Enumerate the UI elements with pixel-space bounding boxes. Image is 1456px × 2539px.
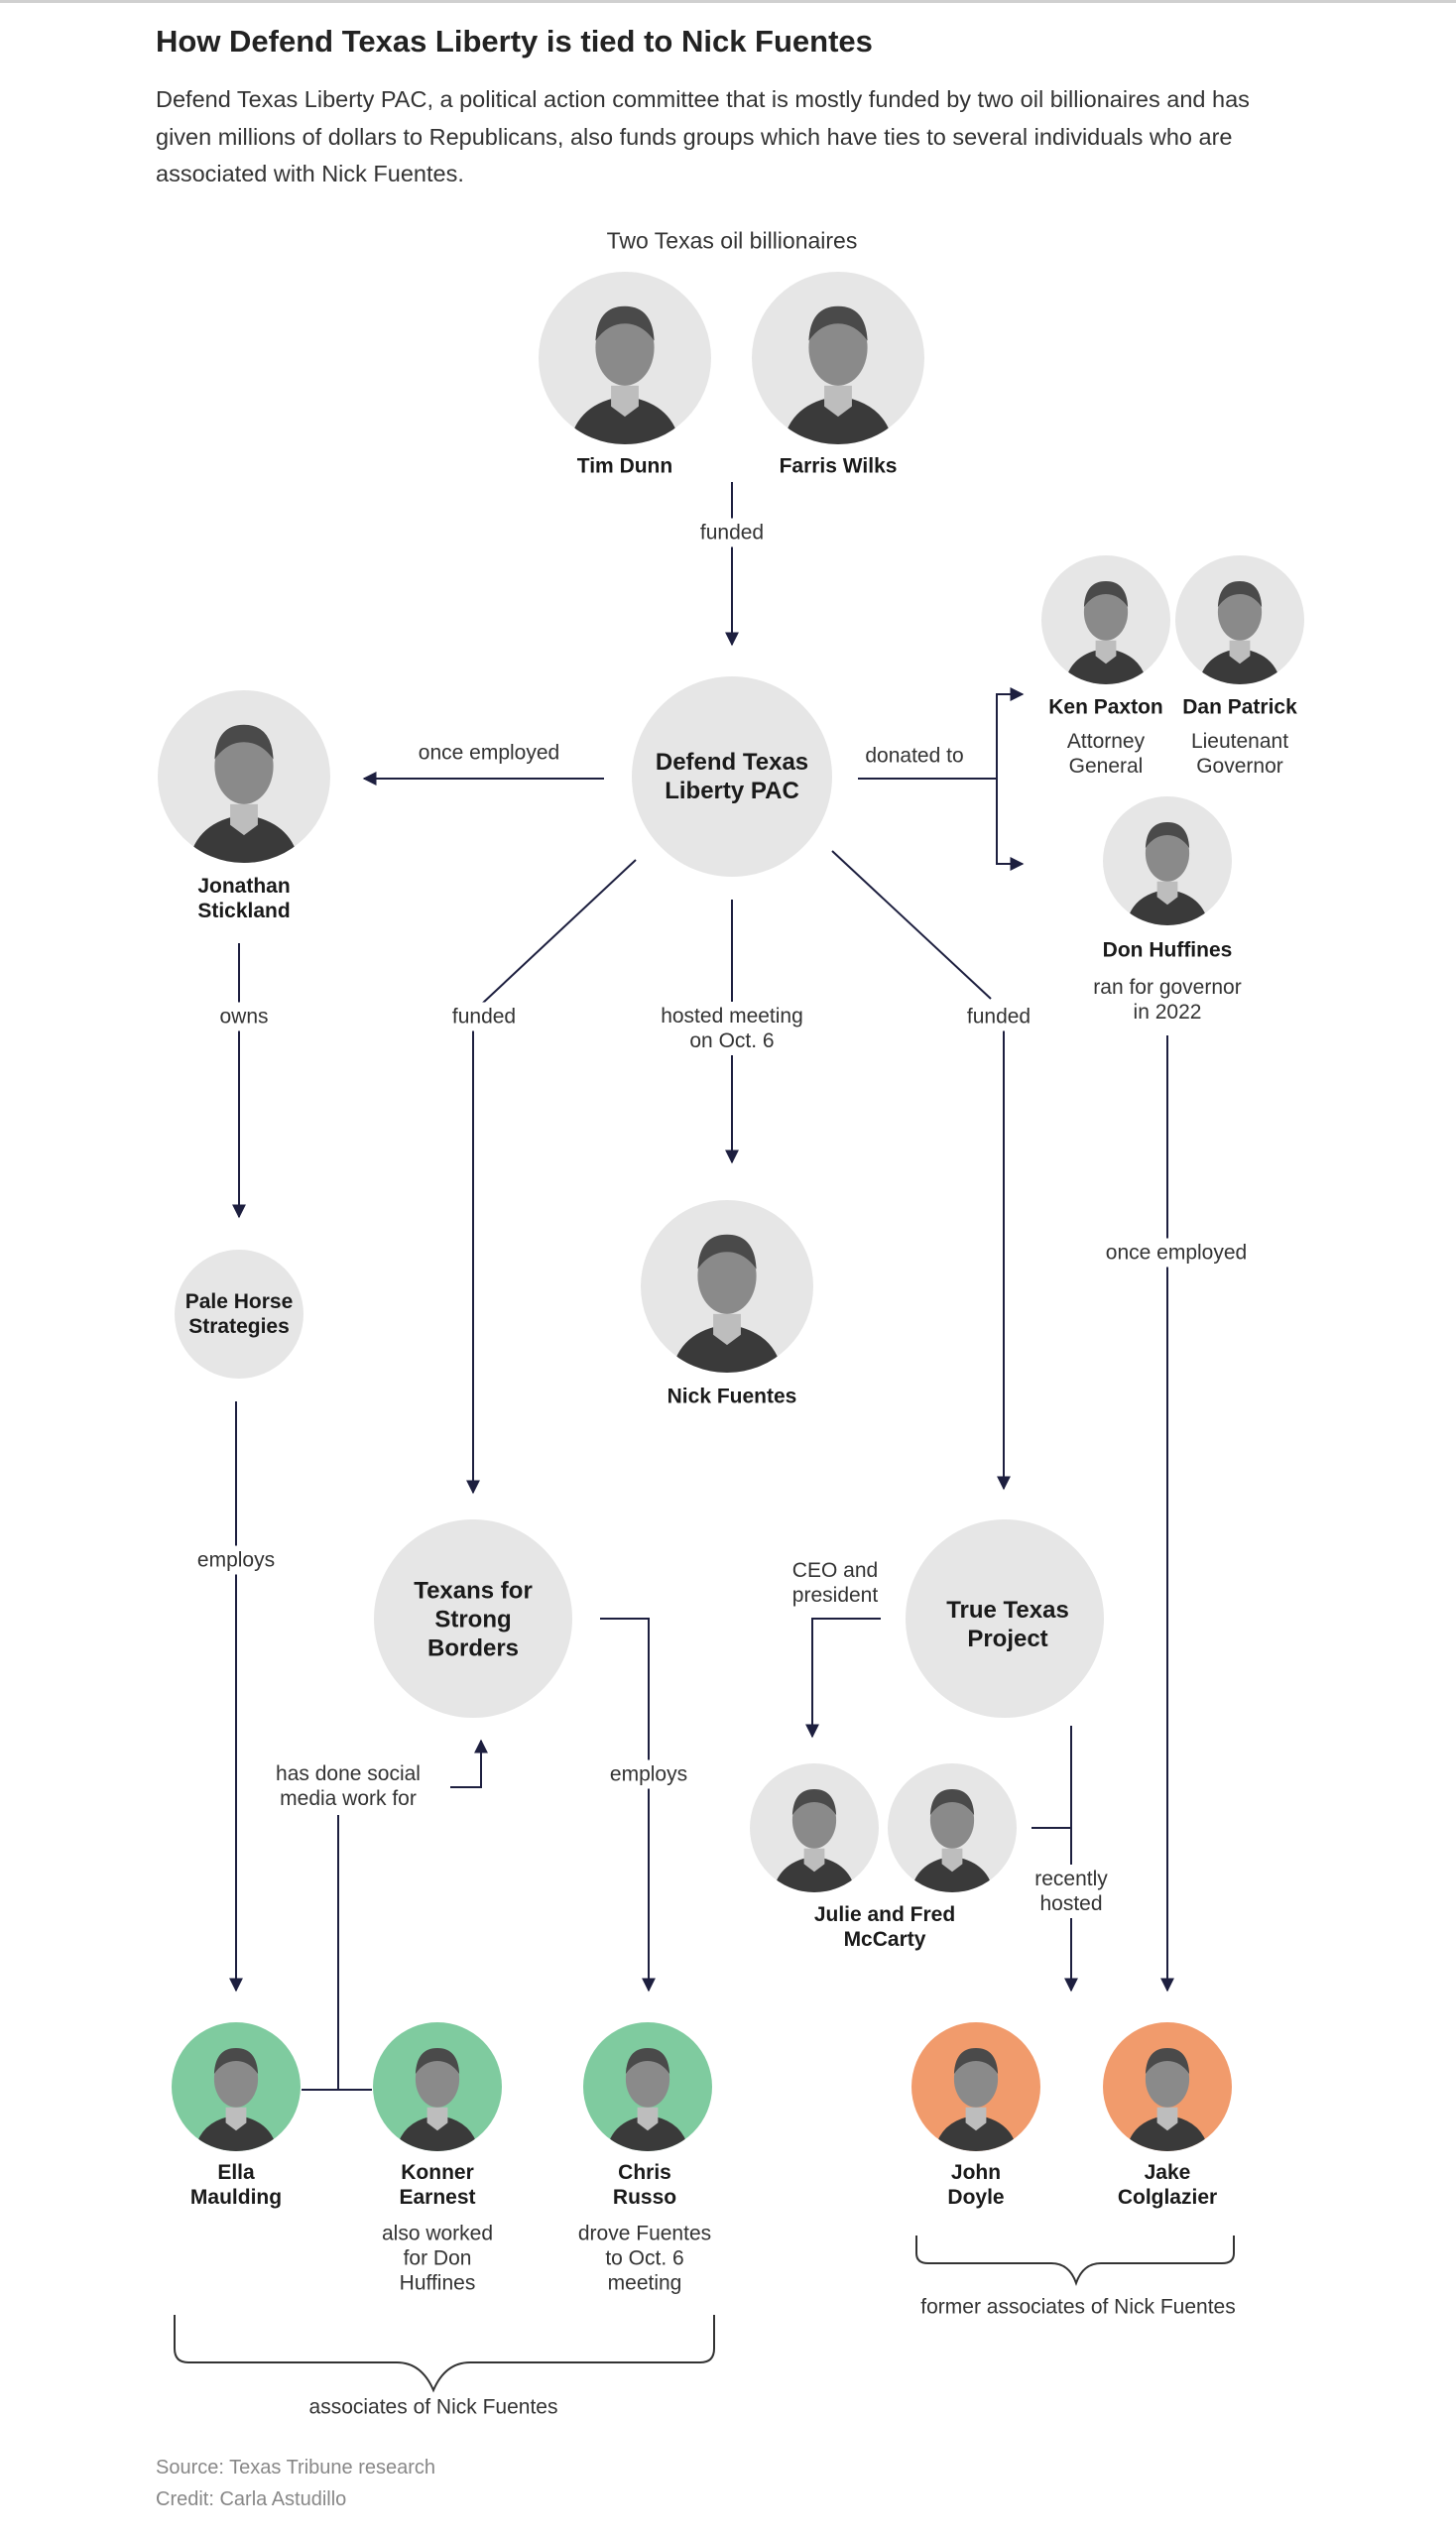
ella-maulding-name: Ella Maulding: [189, 2161, 283, 2209]
jake-colglazier-photo: [1103, 2022, 1232, 2151]
label-hosted-meeting: hosted meeting on Oct. 6: [661, 1002, 803, 1055]
farris-wilks-name: Farris Wilks: [779, 454, 898, 478]
jonathan-stickland-photo: [158, 690, 330, 863]
pale-horse-node: [175, 1250, 303, 1379]
jonathan-stickland-name: Jonathan Stickland: [197, 875, 291, 922]
credit-text: Credit: Carla Astudillo: [156, 2488, 347, 2510]
label-once-employed-right: once employed: [1105, 1238, 1248, 1268]
person-silhouette-icon: [1064, 581, 1148, 684]
label-employs-mid: employs: [609, 1759, 688, 1789]
konner-earnest-name: Konner Earnest: [399, 2161, 476, 2209]
edge-funded-right: [831, 850, 992, 1000]
edge-funded-left: [481, 859, 637, 1005]
don-huffines-note: ran for governor in 2022: [1093, 976, 1242, 1024]
fred-mccarty-photo: [888, 1763, 1017, 1892]
person-silhouette-icon: [671, 1234, 783, 1373]
label-employs-left: employs: [196, 1545, 276, 1575]
person-silhouette-icon: [1126, 2048, 1209, 2151]
person-silhouette-icon: [910, 1789, 994, 1892]
mccartys-name: Julie and Fred McCarty: [813, 1903, 956, 1951]
label-once-employed-left: once employed: [418, 741, 560, 765]
person-silhouette-icon: [783, 305, 894, 444]
label-ceo: CEO and president: [791, 1559, 879, 1607]
tim-dunn-photo: [539, 272, 711, 444]
farris-wilks-photo: [752, 272, 924, 444]
true-texas-node: [906, 1519, 1104, 1718]
ken-paxton-name: Ken Paxton: [1048, 695, 1163, 719]
person-silhouette-icon: [606, 2048, 689, 2151]
person-silhouette-icon: [1126, 822, 1209, 925]
person-silhouette-icon: [1198, 581, 1281, 684]
texans-borders-node: [374, 1519, 572, 1718]
ella-maulding-photo: [172, 2022, 301, 2151]
true-texas-label: True Texas Project: [946, 1597, 1069, 1652]
don-huffines-name: Don Huffines: [1102, 938, 1233, 962]
chris-russo-name: Chris Russo: [612, 2161, 677, 2209]
edge-ceo: [805, 1618, 881, 1739]
person-silhouette-icon: [773, 1789, 856, 1892]
nick-fuentes-name: Nick Fuentes: [667, 1385, 797, 1408]
label-funded-right: funded: [966, 1002, 1031, 1031]
dan-patrick-role: Lieutenant Governor: [1190, 730, 1289, 778]
julie-mccarty-photo: [750, 1763, 879, 1892]
ken-paxton-role: Attorney General: [1066, 730, 1146, 778]
brace-former-associates: [915, 2236, 1235, 2287]
pac-label: Defend Texas Liberty PAC: [655, 749, 809, 804]
brace-associates: [174, 2315, 715, 2393]
chris-russo-note: drove Fuentes to Oct. 6 meeting: [577, 2222, 712, 2295]
person-silhouette-icon: [188, 724, 300, 863]
dan-patrick-name: Dan Patrick: [1182, 695, 1297, 719]
top-border: [0, 0, 1456, 3]
person-silhouette-icon: [934, 2048, 1018, 2151]
label-donated-to: donated to: [865, 744, 964, 768]
intro-text: Defend Texas Liberty PAC, a political ac…: [156, 86, 1250, 186]
label-social-media: has done social media work for: [276, 1762, 421, 1810]
dan-patrick-photo: [1175, 555, 1304, 684]
chris-russo-photo: [583, 2022, 712, 2151]
source-text: Source: Texas Tribune research: [156, 2457, 436, 2479]
ken-paxton-photo: [1041, 555, 1170, 684]
page-title: How Defend Texas Liberty is tied to Nick…: [156, 24, 873, 59]
konner-earnest-note: also worked for Don Huffines: [381, 2222, 494, 2295]
label-funded-left: funded: [451, 1002, 517, 1031]
john-doyle-name: John Doyle: [947, 2161, 1005, 2209]
person-silhouette-icon: [194, 2048, 278, 2151]
john-doyle-photo: [911, 2022, 1040, 2151]
konner-earnest-photo: [373, 2022, 502, 2151]
edge-recently-hosted: [1031, 1726, 1071, 1991]
jake-colglazier-name: Jake Colglazier: [1117, 2161, 1218, 2209]
edge-social-media: [302, 1815, 372, 2091]
person-silhouette-icon: [569, 305, 680, 444]
texans-borders-label: Texans for Strong Borders: [414, 1577, 533, 1662]
person-silhouette-icon: [396, 2048, 479, 2151]
tim-dunn-name: Tim Dunn: [576, 454, 673, 478]
label-recently-hosted: recently hosted: [1034, 1865, 1108, 1918]
associates-label: associates of Nick Fuentes: [308, 2395, 558, 2419]
don-huffines-photo: [1103, 796, 1232, 925]
edge-employs-mid: [600, 1618, 656, 1993]
pac-node: [632, 676, 832, 877]
pale-horse-label: Pale Horse Strategies: [184, 1290, 294, 1338]
label-owns: owns: [219, 1002, 269, 1031]
billionaires-label: Two Texas oil billionaires: [606, 227, 858, 254]
label-funded-top: funded: [699, 518, 765, 547]
former-associates-label: former associates of Nick Fuentes: [920, 2295, 1236, 2319]
nick-fuentes-photo: [641, 1200, 813, 1373]
